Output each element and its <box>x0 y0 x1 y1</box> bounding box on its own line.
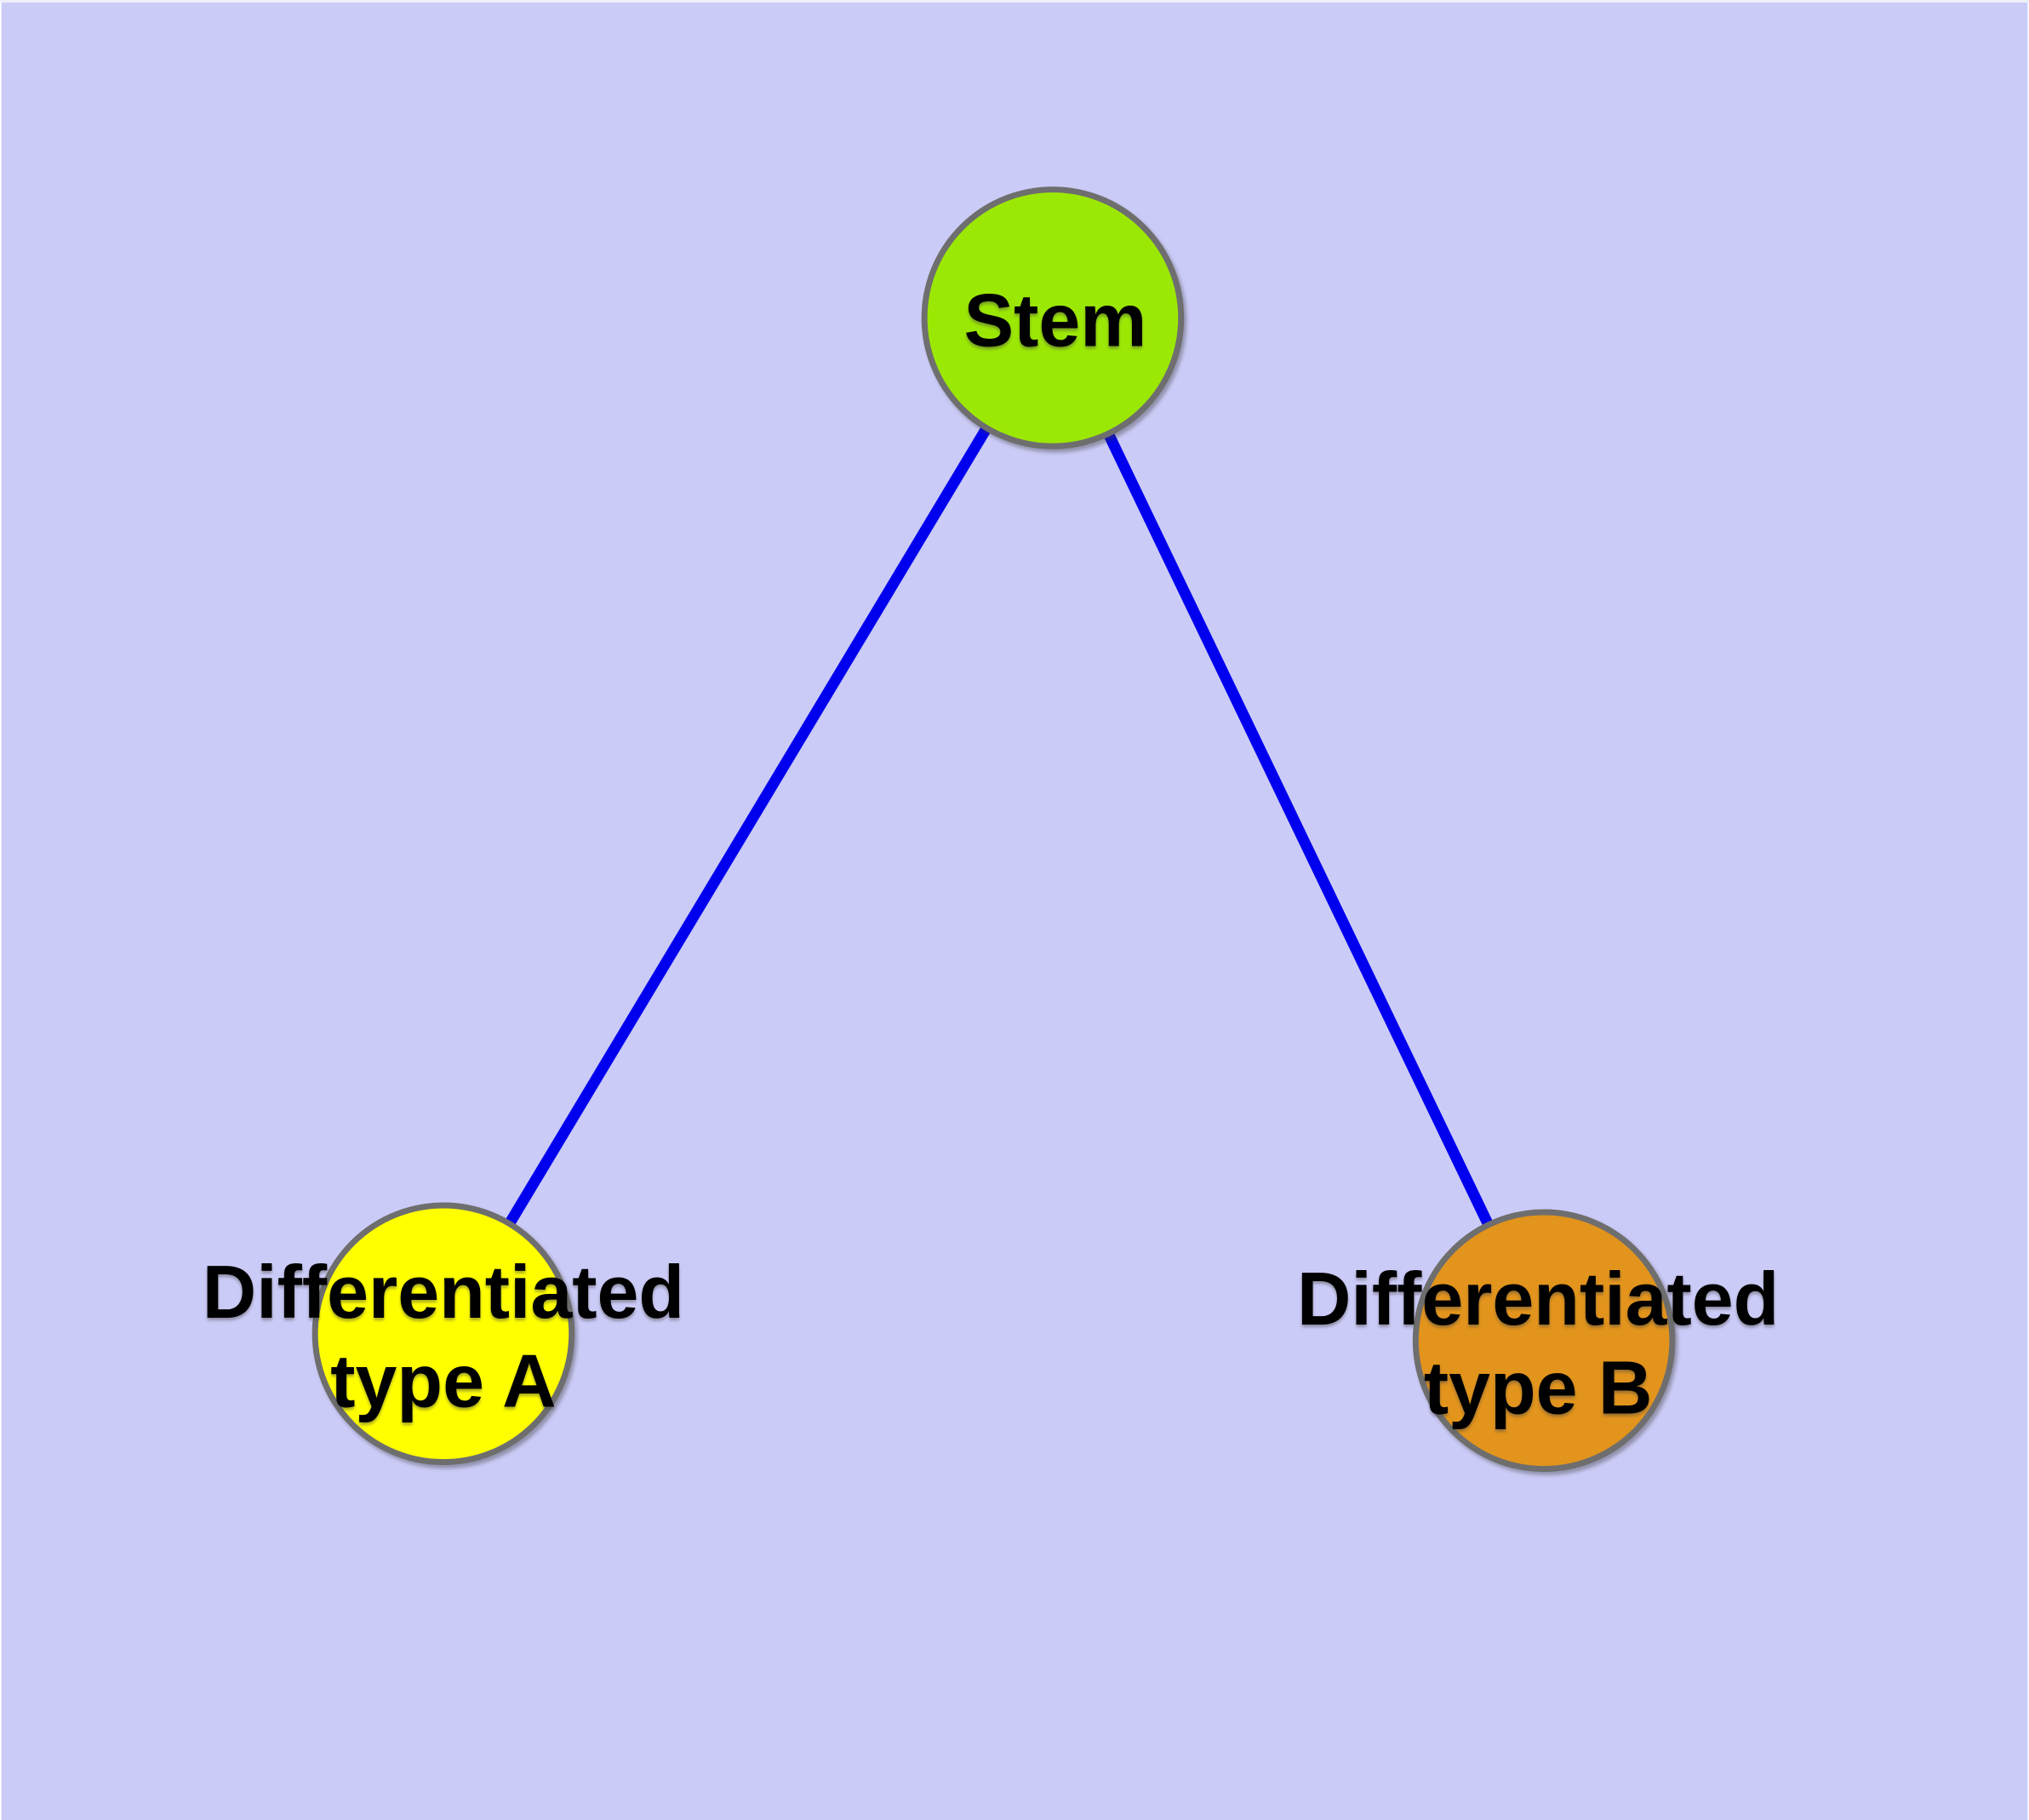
node-stem-label: Stem <box>964 278 1147 362</box>
node-type-a-circle <box>311 1202 575 1466</box>
node-type-a-label-line1: Differentiated <box>203 1250 684 1334</box>
node-type-a-label-line2: type A <box>330 1339 556 1423</box>
node-stem-circle <box>921 186 1185 449</box>
graph-svg: Stem Differentiated type A Differentiate… <box>1 3 2028 1820</box>
edge-stem-to-type-a <box>438 315 1058 1337</box>
edge-stem-to-type-b <box>1048 315 1549 1343</box>
node-type-b-circle <box>1412 1209 1676 1473</box>
node-type-b-label-line2: type B <box>1424 1346 1653 1430</box>
node-type-b-label-line1: Differentiated <box>1297 1256 1779 1341</box>
